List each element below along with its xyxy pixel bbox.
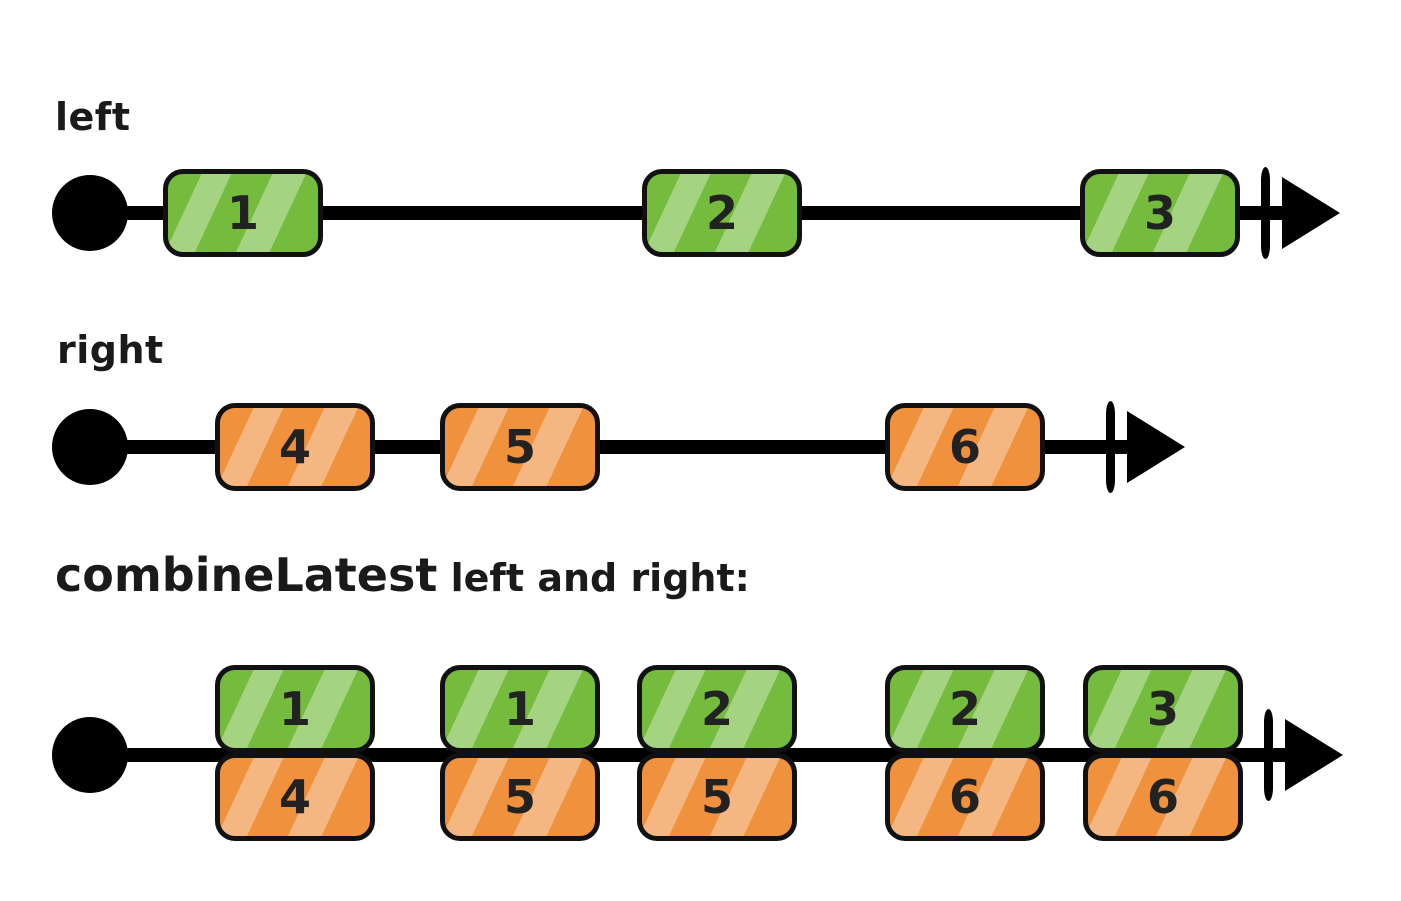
marble: 2 bbox=[642, 169, 802, 257]
timeline-arrow-icon bbox=[1282, 177, 1340, 249]
marble-value: 3 bbox=[1146, 682, 1179, 736]
marble-value: 5 bbox=[503, 770, 536, 824]
marble: 1 bbox=[440, 665, 600, 753]
marble-value: 5 bbox=[700, 770, 733, 824]
timeline-tick-icon bbox=[1106, 401, 1115, 493]
timeline-tick-icon bbox=[1264, 709, 1273, 801]
timeline-start-dot bbox=[52, 175, 128, 251]
marble: 4 bbox=[215, 753, 375, 841]
marble: 1 bbox=[215, 665, 375, 753]
marble-value: 4 bbox=[278, 420, 311, 474]
marble: 2 bbox=[885, 665, 1045, 753]
marble-value: 6 bbox=[948, 420, 981, 474]
marble: 5 bbox=[440, 403, 600, 491]
timeline-arrow-icon bbox=[1127, 411, 1185, 483]
marble-value: 2 bbox=[705, 186, 738, 240]
marble: 1 bbox=[163, 169, 323, 257]
left-stream-label: left bbox=[55, 95, 131, 139]
marble: 6 bbox=[1083, 753, 1243, 841]
marble-value: 1 bbox=[278, 682, 311, 736]
marble-value: 4 bbox=[278, 770, 311, 824]
right-stream-label: right bbox=[57, 328, 164, 372]
marble-value: 2 bbox=[700, 682, 733, 736]
marble: 3 bbox=[1083, 665, 1243, 753]
timeline-start-dot bbox=[52, 409, 128, 485]
marble: 6 bbox=[885, 753, 1045, 841]
marble-value: 3 bbox=[1143, 186, 1176, 240]
marble: 5 bbox=[637, 753, 797, 841]
marble-value: 6 bbox=[948, 770, 981, 824]
timeline-arrow-icon bbox=[1285, 719, 1343, 791]
marble: 5 bbox=[440, 753, 600, 841]
marble-value: 2 bbox=[948, 682, 981, 736]
marble-value: 6 bbox=[1146, 770, 1179, 824]
marble: 2 bbox=[637, 665, 797, 753]
timeline-tick-icon bbox=[1261, 167, 1270, 259]
timeline-start-dot bbox=[52, 717, 128, 793]
marble: 6 bbox=[885, 403, 1045, 491]
marble: 4 bbox=[215, 403, 375, 491]
marble: 3 bbox=[1080, 169, 1240, 257]
marble-value: 5 bbox=[503, 420, 536, 474]
operator-name: combineLatest bbox=[55, 548, 438, 602]
operator-label-rest: left and right: bbox=[437, 556, 750, 600]
marble-value: 1 bbox=[226, 186, 259, 240]
combine-latest-label: combineLatest left and right: bbox=[55, 548, 750, 602]
marble-value: 1 bbox=[503, 682, 536, 736]
